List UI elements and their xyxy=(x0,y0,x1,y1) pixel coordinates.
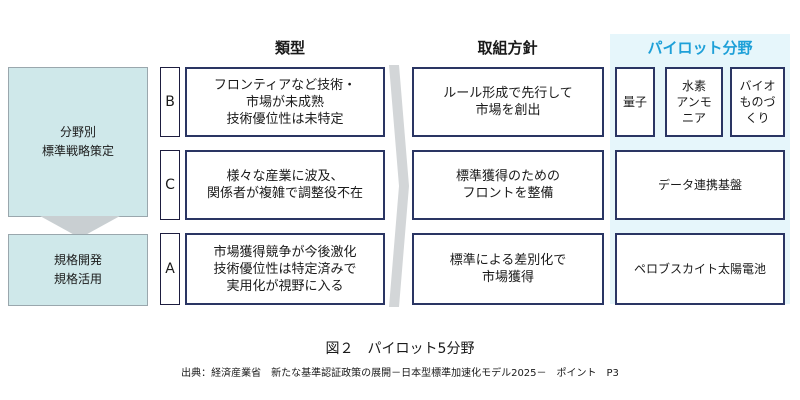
pilot-perovskite-solar: ペロブスカイト太陽電池 xyxy=(615,233,785,305)
type-box-c: 様々な産業に波及、 関係者が複雑で調整役不在 xyxy=(185,150,385,220)
policy-box-b: ルール形成で先行して 市場を創出 xyxy=(412,67,604,137)
policy-box-a: 標準による差別化で 市場獲得 xyxy=(412,233,604,305)
header-type: 類型 xyxy=(274,39,305,57)
header-policy: 取組方針 xyxy=(477,39,538,57)
source-caption: 出典：経済産業省 新たな基準認証政策の展開－日本型標準加速化モデル2025－ ポ… xyxy=(181,368,619,379)
pilot-hydrogen-line-3: ニア xyxy=(681,111,706,125)
development-box: 規格開発 規格活用 xyxy=(8,234,148,306)
policy-b-line-1: ルール形成で先行して xyxy=(443,86,573,101)
pilot-bio-line-1: バイオ xyxy=(739,79,776,93)
policy-b-line-2: 市場を創出 xyxy=(475,103,541,118)
type-c-line-1: 様々な産業に波及、 xyxy=(226,169,344,184)
strategy-line-1: 分野別 xyxy=(59,125,96,139)
pilot-quantum-label: 量子 xyxy=(622,95,647,109)
policy-c-line-2: フロントを整備 xyxy=(462,186,554,201)
pilot-quantum: 量子 xyxy=(615,67,655,137)
pilot-bio-line-2: ものづ xyxy=(739,95,776,109)
pilot-solar-label: ペロブスカイト太陽電池 xyxy=(633,262,766,276)
type-a-line-1: 市場獲得競争が今後激化 xyxy=(213,244,357,260)
row-letter-a: A xyxy=(160,233,180,305)
type-c-line-2: 関係者が複雑で調整役不在 xyxy=(206,186,363,201)
pilot-bio-line-3: くり xyxy=(745,111,770,125)
pilot-hydrogen-line-2: アンモ xyxy=(676,95,712,109)
row-letter-c: C xyxy=(160,150,180,220)
development-line-1: 規格開発 xyxy=(53,253,102,267)
down-arrow-icon xyxy=(40,216,120,238)
type-b-line-2: 市場が未成熟 xyxy=(245,94,324,110)
policy-box-c: 標準獲得のための フロントを整備 xyxy=(412,150,604,220)
type-box-a: 市場獲得競争が今後激化 技術優位性は特定済みで 実用化が視野に入る xyxy=(185,233,385,305)
header-pilot: パイロット分野 xyxy=(647,39,753,57)
row-letter-b: B xyxy=(160,67,180,137)
pilot-hydrogen-line-1: 水素 xyxy=(681,79,706,93)
policy-c-line-1: 標準獲得のための xyxy=(455,169,560,184)
policy-a-line-1: 標準による差別化で xyxy=(449,253,567,268)
pilot-bio-manufacturing: バイオ ものづ くり xyxy=(730,67,785,137)
type-box-b: フロンティアなど技術・ 市場が未成熟 技術優位性は未特定 xyxy=(185,67,385,137)
chevron-right-icon xyxy=(389,65,409,307)
type-b-line-1: フロンティアなど技術・ xyxy=(213,77,357,93)
pilot-data-label: データ連携基盤 xyxy=(657,178,742,192)
development-line-2: 規格活用 xyxy=(53,272,102,286)
type-a-line-2: 技術優位性は特定済みで xyxy=(213,261,357,277)
figure-caption: 図２ パイロット5分野 xyxy=(325,341,475,357)
type-a-line-3: 実用化が視野に入る xyxy=(226,278,344,294)
strategy-line-2: 標準戦略策定 xyxy=(41,144,114,158)
type-b-line-3: 技術優位性は未特定 xyxy=(226,111,344,127)
pilot-data-platform: データ連携基盤 xyxy=(615,150,785,220)
pilot-hydrogen-ammonia: 水素 アンモ ニア xyxy=(665,67,723,137)
strategy-box: 分野別 標準戦略策定 xyxy=(8,67,148,217)
policy-a-line-2: 市場獲得 xyxy=(481,270,534,285)
